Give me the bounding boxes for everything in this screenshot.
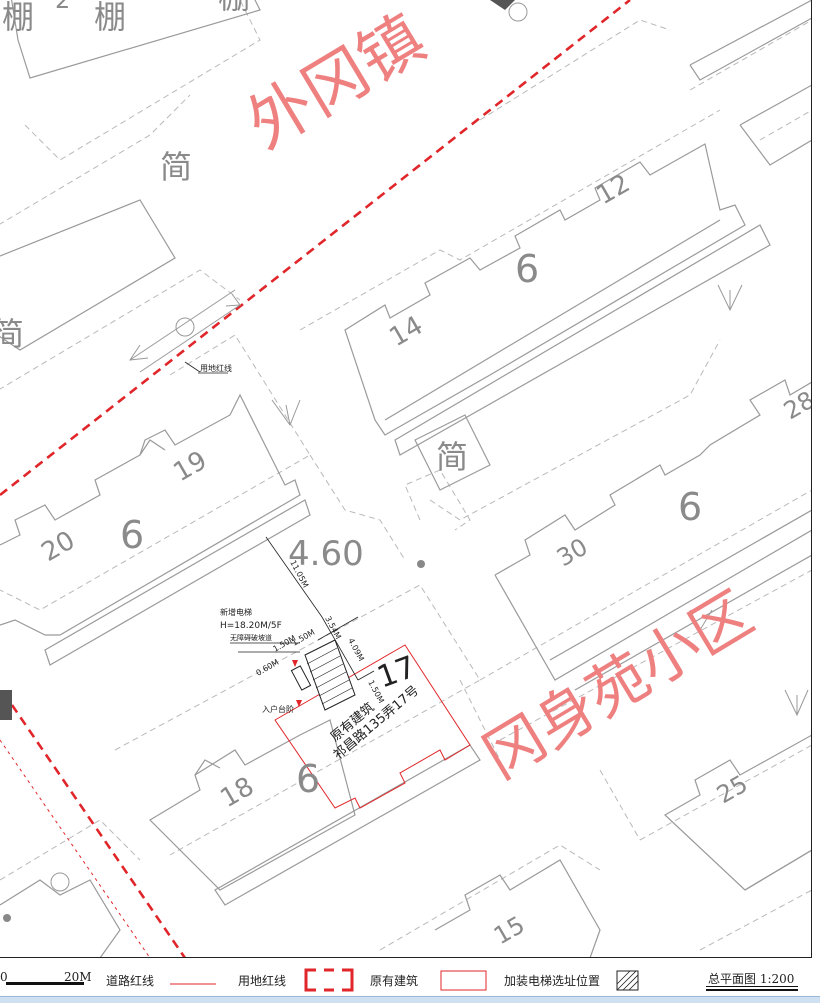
building-18-balcony	[214, 744, 481, 906]
building-right-top	[739, 84, 812, 166]
legend-road-redline: 道路红线	[106, 974, 155, 988]
storey-mark-4: 6	[296, 757, 320, 801]
shed-label-4: 棚	[2, 0, 34, 36]
legend: 0 20M 道路红线 用地红线 原有建筑 加装电梯选址位置 总平面图 1:200	[0, 960, 820, 1002]
building-bottom-left	[0, 879, 121, 958]
survey-marks	[50, 2, 528, 892]
storey-mark-1: 6	[515, 247, 539, 291]
building-12-14-balcony	[394, 224, 771, 456]
building-18	[149, 719, 356, 891]
shed-label-5: 棚	[94, 0, 126, 36]
elevator-height-label: H=18.20M/5F	[220, 621, 282, 631]
shed-label-1: 简	[160, 148, 192, 186]
existing-building-17	[274, 644, 471, 809]
ramp-label: 无障碍破坡道	[230, 633, 272, 642]
elevation-label: 4.60	[288, 534, 364, 574]
elevator-site-swatch	[616, 970, 639, 991]
road-marker	[0, 690, 12, 720]
existing-building-swatch	[440, 970, 487, 991]
building-shed-left	[0, 199, 176, 351]
window-bottom-bar	[0, 996, 820, 1003]
building-12-14	[344, 143, 746, 436]
building-15	[434, 859, 601, 958]
drawing-title: 总平面图 1:200	[708, 972, 795, 986]
scale-bar	[6, 982, 84, 985]
buildings	[0, 0, 812, 958]
scale-end: 20M	[64, 970, 92, 984]
shed-label-6: 棚	[218, 0, 250, 16]
building-28-30	[494, 379, 812, 576]
dashed-boundaries	[0, 0, 812, 951]
road-redline	[0, 0, 631, 958]
elevator-site-hatch	[290, 639, 356, 711]
building-number-2: 2	[55, 0, 70, 14]
frame-right-border	[811, 0, 812, 958]
legend-elevator-site: 加装电梯选址位置	[504, 974, 601, 988]
building-12-14-inner	[384, 219, 721, 421]
storey-mark-2: 6	[120, 513, 144, 557]
redline-label: 用地红线	[200, 363, 232, 373]
shed-label-3: 简	[436, 438, 468, 476]
road-redline-swatch	[170, 983, 216, 985]
direction-arrows	[128, 284, 809, 717]
frame-bottom-border	[0, 957, 812, 958]
building-shed-top	[10, 0, 261, 79]
site-plan-map: 外冈镇 冈身苑小区 12 14 19 20 28 30 18 25 15 2 6…	[0, 0, 812, 958]
legend-existing-building: 原有建筑	[370, 974, 419, 988]
elevator-label: 新增电梯	[220, 607, 252, 617]
dimension-lines	[230, 536, 375, 681]
storey-mark-3: 6	[678, 485, 702, 529]
scale-start: 0	[0, 970, 8, 984]
building-19-20	[0, 393, 301, 636]
land-redline-swatch	[304, 968, 354, 992]
shed-label-2: 简	[0, 315, 24, 353]
legend-land-redline: 用地红线	[238, 974, 287, 988]
building-19-20-balcony	[44, 499, 311, 666]
building-shed-middle	[414, 414, 491, 491]
drawing-title-underline	[706, 986, 798, 991]
entrance-label: 入户台阶	[262, 704, 294, 714]
